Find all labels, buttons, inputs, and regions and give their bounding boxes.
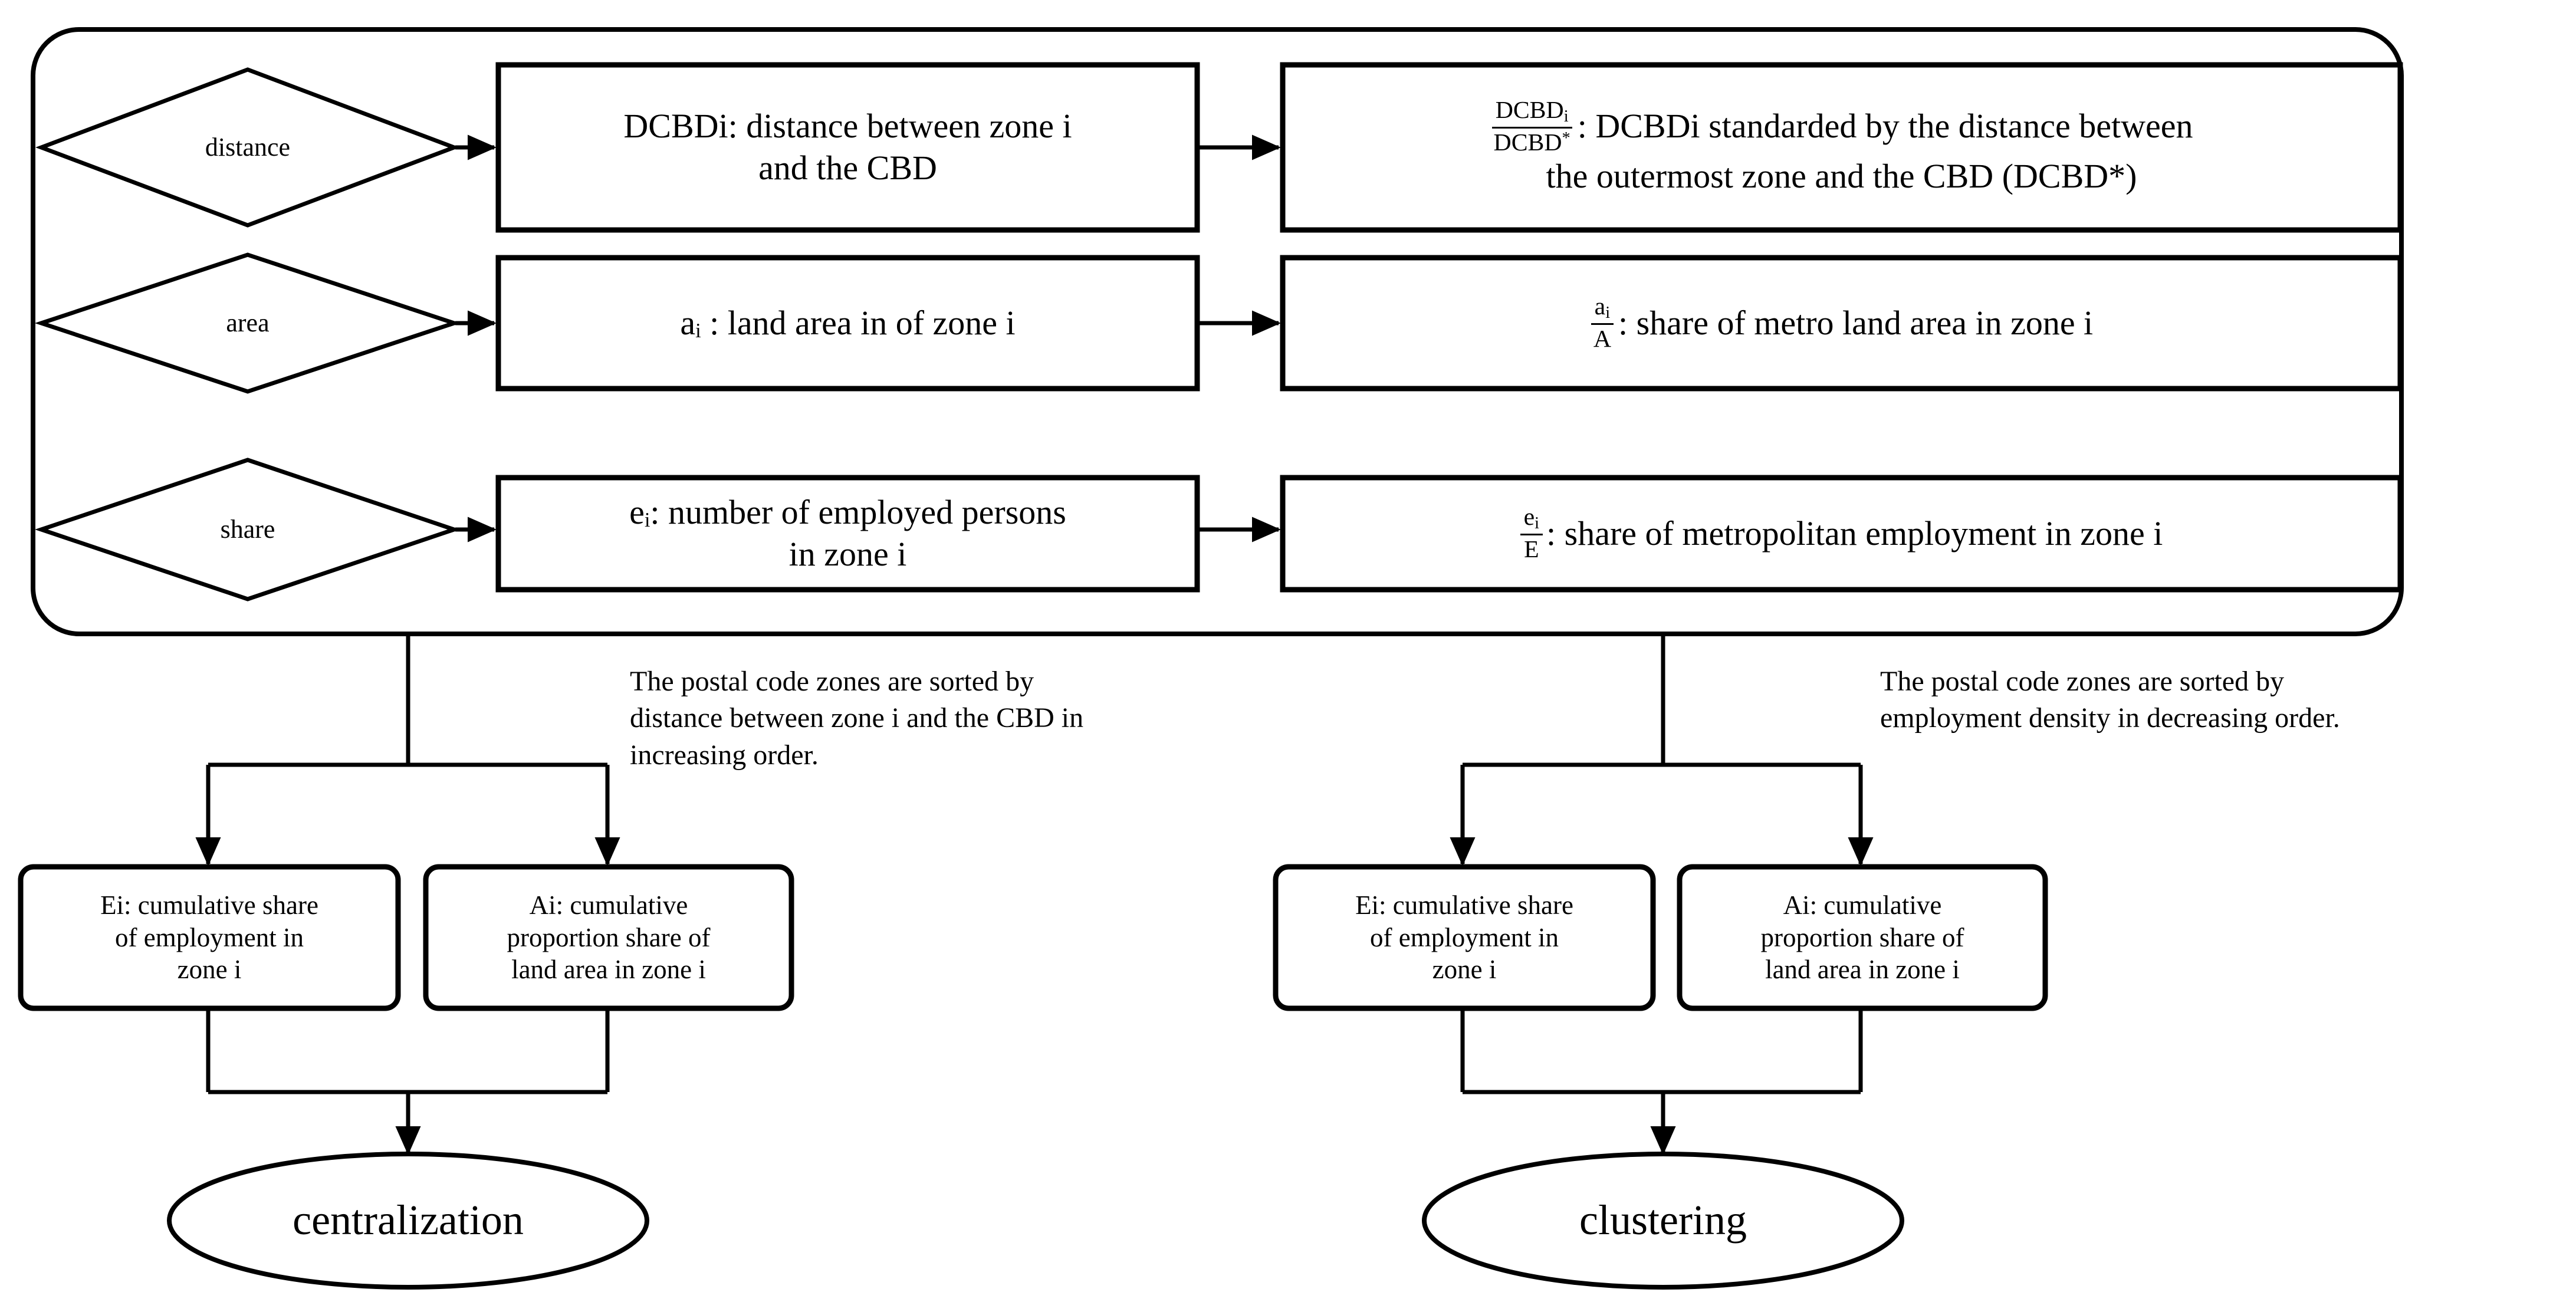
diamond-label-share: share xyxy=(220,515,275,544)
box-label-area-normalized: ai A : share of metro land area in zone … xyxy=(1294,264,2388,383)
box-area-raw xyxy=(495,255,1200,392)
diamond-label-area: area xyxy=(226,308,270,338)
fraction-denominator: DCBD* xyxy=(1493,129,1570,156)
ellipse-label-centralization: centralization xyxy=(293,1196,524,1244)
box-label-right-cumulative-area: Ai: cumulative proportion share of land … xyxy=(1760,890,1964,985)
area-normalized-text: : share of metro land area in zone i xyxy=(1618,303,2094,342)
box-employment-normalized xyxy=(1280,475,2403,593)
diamond-share xyxy=(35,458,461,601)
box-employment-raw xyxy=(495,475,1200,593)
area-normalized-line: ai A : share of metro land area in zone … xyxy=(1590,294,2093,352)
fraction-dcbd: DCBDi DCBD* xyxy=(1490,97,1574,156)
fraction-employment: ei E xyxy=(1520,505,1543,563)
ellipse-label-clustering: clustering xyxy=(1579,1196,1747,1244)
note-clustering-sorting: The postal code zones are sorted by empl… xyxy=(1880,666,2340,734)
note-centralization-sorting: The postal code zones are sorted by dist… xyxy=(630,666,1084,771)
diamond-label-distance: distance xyxy=(205,133,291,162)
fraction-denominator: E xyxy=(1524,536,1539,564)
dcbd-normalized-line-1: DCBDi DCBD* : DCBDi standarded by the di… xyxy=(1490,97,2193,156)
fraction-denominator: A xyxy=(1593,325,1611,353)
fraction-numerator: ai xyxy=(1591,294,1614,325)
diamond-area xyxy=(34,252,461,394)
employment-normalized-text: : share of metropolitan employment in zo… xyxy=(1546,514,2163,553)
box-label-employment-raw: eᵢ: number of employed persons in zone i xyxy=(629,493,1066,573)
box-label-dcbd-raw: DCBDi: distance between zone i and the C… xyxy=(623,107,1072,187)
box-dcbd-raw xyxy=(495,62,1200,233)
box-label-left-cumulative-employment: Ei: cumulative share of employment in zo… xyxy=(100,890,318,985)
box-label-dcbd-normalized: DCBDi DCBD* : DCBDi standarded by the di… xyxy=(1294,71,2388,224)
ellipse-centralization xyxy=(167,1152,649,1290)
fraction-numerator: ei xyxy=(1520,505,1543,536)
box-label-area-raw: aᵢ : land area in of zone i xyxy=(680,303,1016,342)
box-label-right-cumulative-employment: Ei: cumulative share of employment in zo… xyxy=(1355,890,1573,985)
box-label-left-cumulative-area: Ai: cumulative proportion share of land … xyxy=(507,890,711,985)
box-area-normalized xyxy=(1280,255,2403,392)
employment-normalized-line: ei E : share of metropolitan employment … xyxy=(1520,505,2163,563)
dcbd-normalized-text-2: the outermost zone and the CBD (DCBD*) xyxy=(1546,156,2137,195)
box-dcbd-normalized xyxy=(1280,62,2403,233)
dcbd-normalized-text-1: : DCBDi standarded by the distance betwe… xyxy=(1577,107,2193,146)
fraction-numerator: DCBDi xyxy=(1491,97,1572,129)
box-label-employment-normalized: ei E : share of metropolitan employment … xyxy=(1294,484,2388,584)
fraction-area: ai A xyxy=(1590,294,1615,352)
diamond-distance xyxy=(35,67,460,228)
ellipse-clustering xyxy=(1422,1152,1904,1290)
